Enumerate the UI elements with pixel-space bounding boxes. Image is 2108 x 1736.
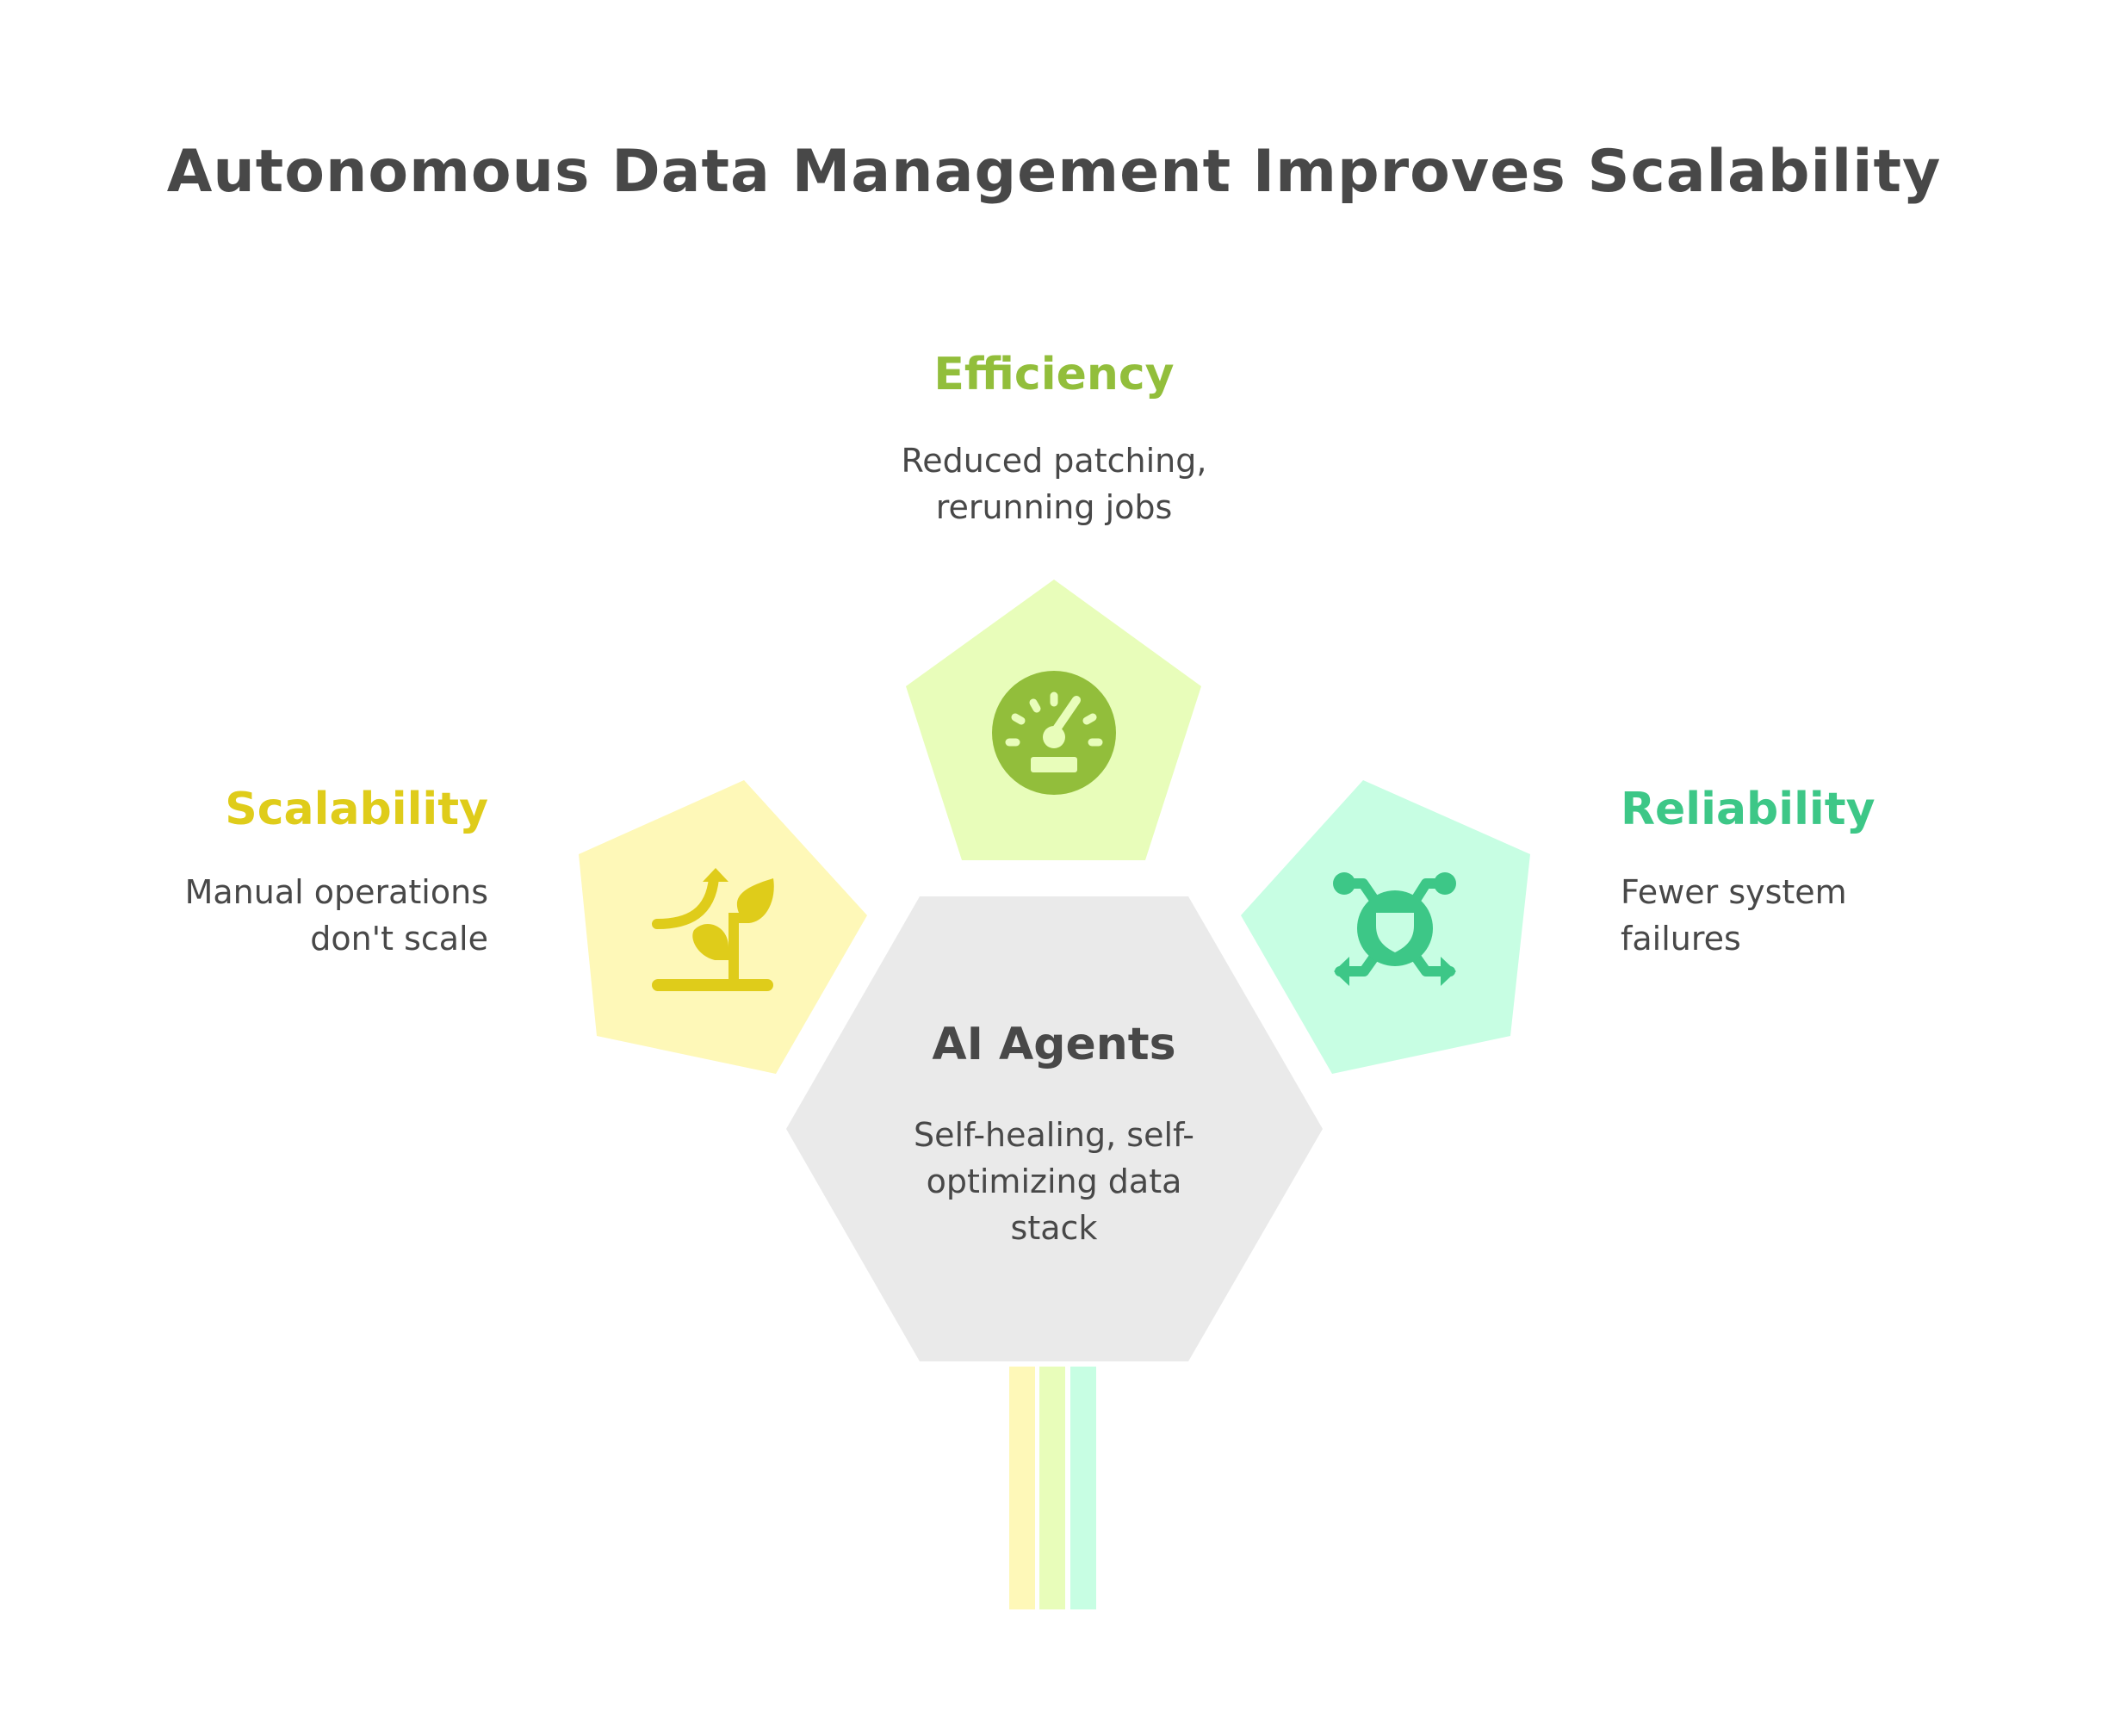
bar-reliability xyxy=(1070,1367,1096,1609)
description-line: Manual operations xyxy=(184,873,488,911)
bar-scalability xyxy=(1009,1367,1035,1609)
shield-network-icon xyxy=(1333,872,1456,986)
reliability-description: Fewer system failures xyxy=(1621,869,2051,962)
growing-plant-icon xyxy=(652,868,774,991)
scalability-description: Manual operations don't scale xyxy=(58,869,488,962)
description-line: don't scale xyxy=(310,920,488,958)
bar-efficiency xyxy=(1039,1367,1065,1609)
center-description: Self-healing, self- optimizing data stac… xyxy=(839,1112,1269,1251)
center-hexagon xyxy=(786,896,1323,1361)
description-line: failures xyxy=(1621,920,1741,958)
scalability-pentagon xyxy=(579,780,867,1074)
description-line: Reduced patching, xyxy=(901,442,1207,480)
description-line: Self-healing, self- xyxy=(913,1116,1195,1154)
efficiency-heading: Efficiency xyxy=(933,349,1175,400)
reliability-heading: Reliability xyxy=(1621,784,1876,835)
description-line: rerunning jobs xyxy=(935,488,1173,526)
diagram-title: Autonomous Data Management Improves Scal… xyxy=(166,138,1942,206)
efficiency-description: Reduced patching, rerunning jobs xyxy=(839,437,1269,530)
speedometer-icon xyxy=(992,671,1116,795)
description-line: stack xyxy=(1010,1209,1098,1247)
description-line: optimizing data xyxy=(926,1162,1182,1200)
description-line: Fewer system xyxy=(1621,873,1847,911)
scalability-heading: Scalability xyxy=(225,784,488,835)
center-heading: AI Agents xyxy=(932,1019,1176,1070)
